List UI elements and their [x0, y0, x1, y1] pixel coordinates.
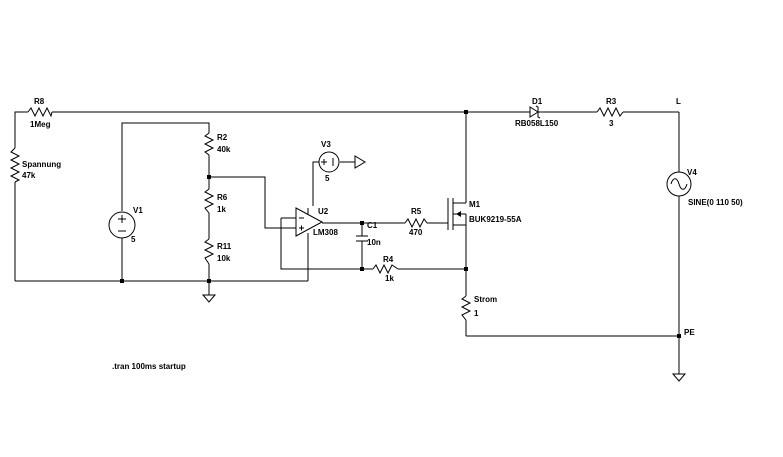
resistor-r8[interactable]: [27, 106, 53, 118]
label-m1-value: BUK9219-55A: [469, 215, 522, 224]
voltage-source-v3[interactable]: [318, 151, 340, 173]
label-v1-ref: V1: [133, 206, 143, 215]
label-r8-ref: R8: [34, 97, 45, 106]
label-r8-value: 1Meg: [30, 120, 51, 129]
resistor-r11[interactable]: [203, 238, 215, 265]
capacitor-c1[interactable]: [356, 235, 368, 242]
label-v4-value: SINE(0 110 50): [688, 198, 743, 207]
label-r2-value: 40k: [217, 145, 231, 154]
resistor-r4[interactable]: [372, 263, 399, 275]
label-r3-ref: R3: [606, 97, 617, 106]
mosfet-m1[interactable]: [447, 196, 467, 232]
label-r2-ref: R2: [217, 133, 228, 142]
label-m1-ref: M1: [469, 200, 481, 209]
label-r6-value: 1k: [217, 205, 226, 214]
labels: R8 1Meg Spannung 47k V1 5 R2 40k R6 1k R…: [22, 97, 743, 371]
resistor-r2[interactable]: [203, 132, 215, 156]
label-u2-value: LM308: [313, 228, 338, 237]
label-r4-value: 1k: [385, 274, 394, 283]
wires: [14, 111, 680, 374]
ground-icon: [201, 294, 217, 303]
label-v4-ref: V4: [687, 168, 697, 177]
label-u2-ref: U2: [318, 207, 329, 216]
net-label-pe: PE: [684, 328, 695, 337]
ground-icon: [354, 155, 366, 169]
spice-directive: .tran 100ms startup: [112, 362, 186, 371]
label-c1-value: 10n: [367, 238, 381, 247]
label-r4-ref: R4: [383, 255, 394, 264]
opamp-u2[interactable]: [295, 207, 324, 237]
ac-source-v4[interactable]: [666, 171, 692, 197]
label-strom-value: 1: [474, 309, 479, 318]
resistor-r5[interactable]: [404, 217, 428, 229]
ground-icon: [671, 373, 687, 382]
label-r5-ref: R5: [411, 207, 422, 216]
label-r11-value: 10k: [217, 254, 231, 263]
junctions: [120, 110, 681, 338]
label-strom-ref: Strom: [474, 295, 497, 304]
label-spannung-value: 47k: [22, 171, 36, 180]
label-r6-ref: R6: [217, 193, 228, 202]
voltage-source-v1[interactable]: [108, 211, 136, 239]
label-d1-value: RB058L150: [515, 119, 559, 128]
label-v3-value: 5: [325, 174, 330, 183]
label-d1-ref: D1: [532, 97, 543, 106]
label-r5-value: 470: [409, 228, 423, 237]
label-r11-ref: R11: [217, 242, 232, 251]
resistor-r3[interactable]: [596, 106, 624, 118]
label-r3-value: 3: [609, 119, 614, 128]
label-c1-ref: C1: [367, 221, 378, 230]
label-v1-value: 5: [131, 235, 136, 244]
label-v3-ref: V3: [321, 140, 331, 149]
resistor-strom[interactable]: [460, 295, 472, 321]
label-spannung-ref: Spannung: [22, 160, 61, 169]
diode-d1[interactable]: [525, 105, 547, 119]
resistor-r6[interactable]: [203, 188, 215, 214]
net-label-l: L: [676, 97, 681, 106]
resistor-spannung[interactable]: [9, 147, 21, 183]
